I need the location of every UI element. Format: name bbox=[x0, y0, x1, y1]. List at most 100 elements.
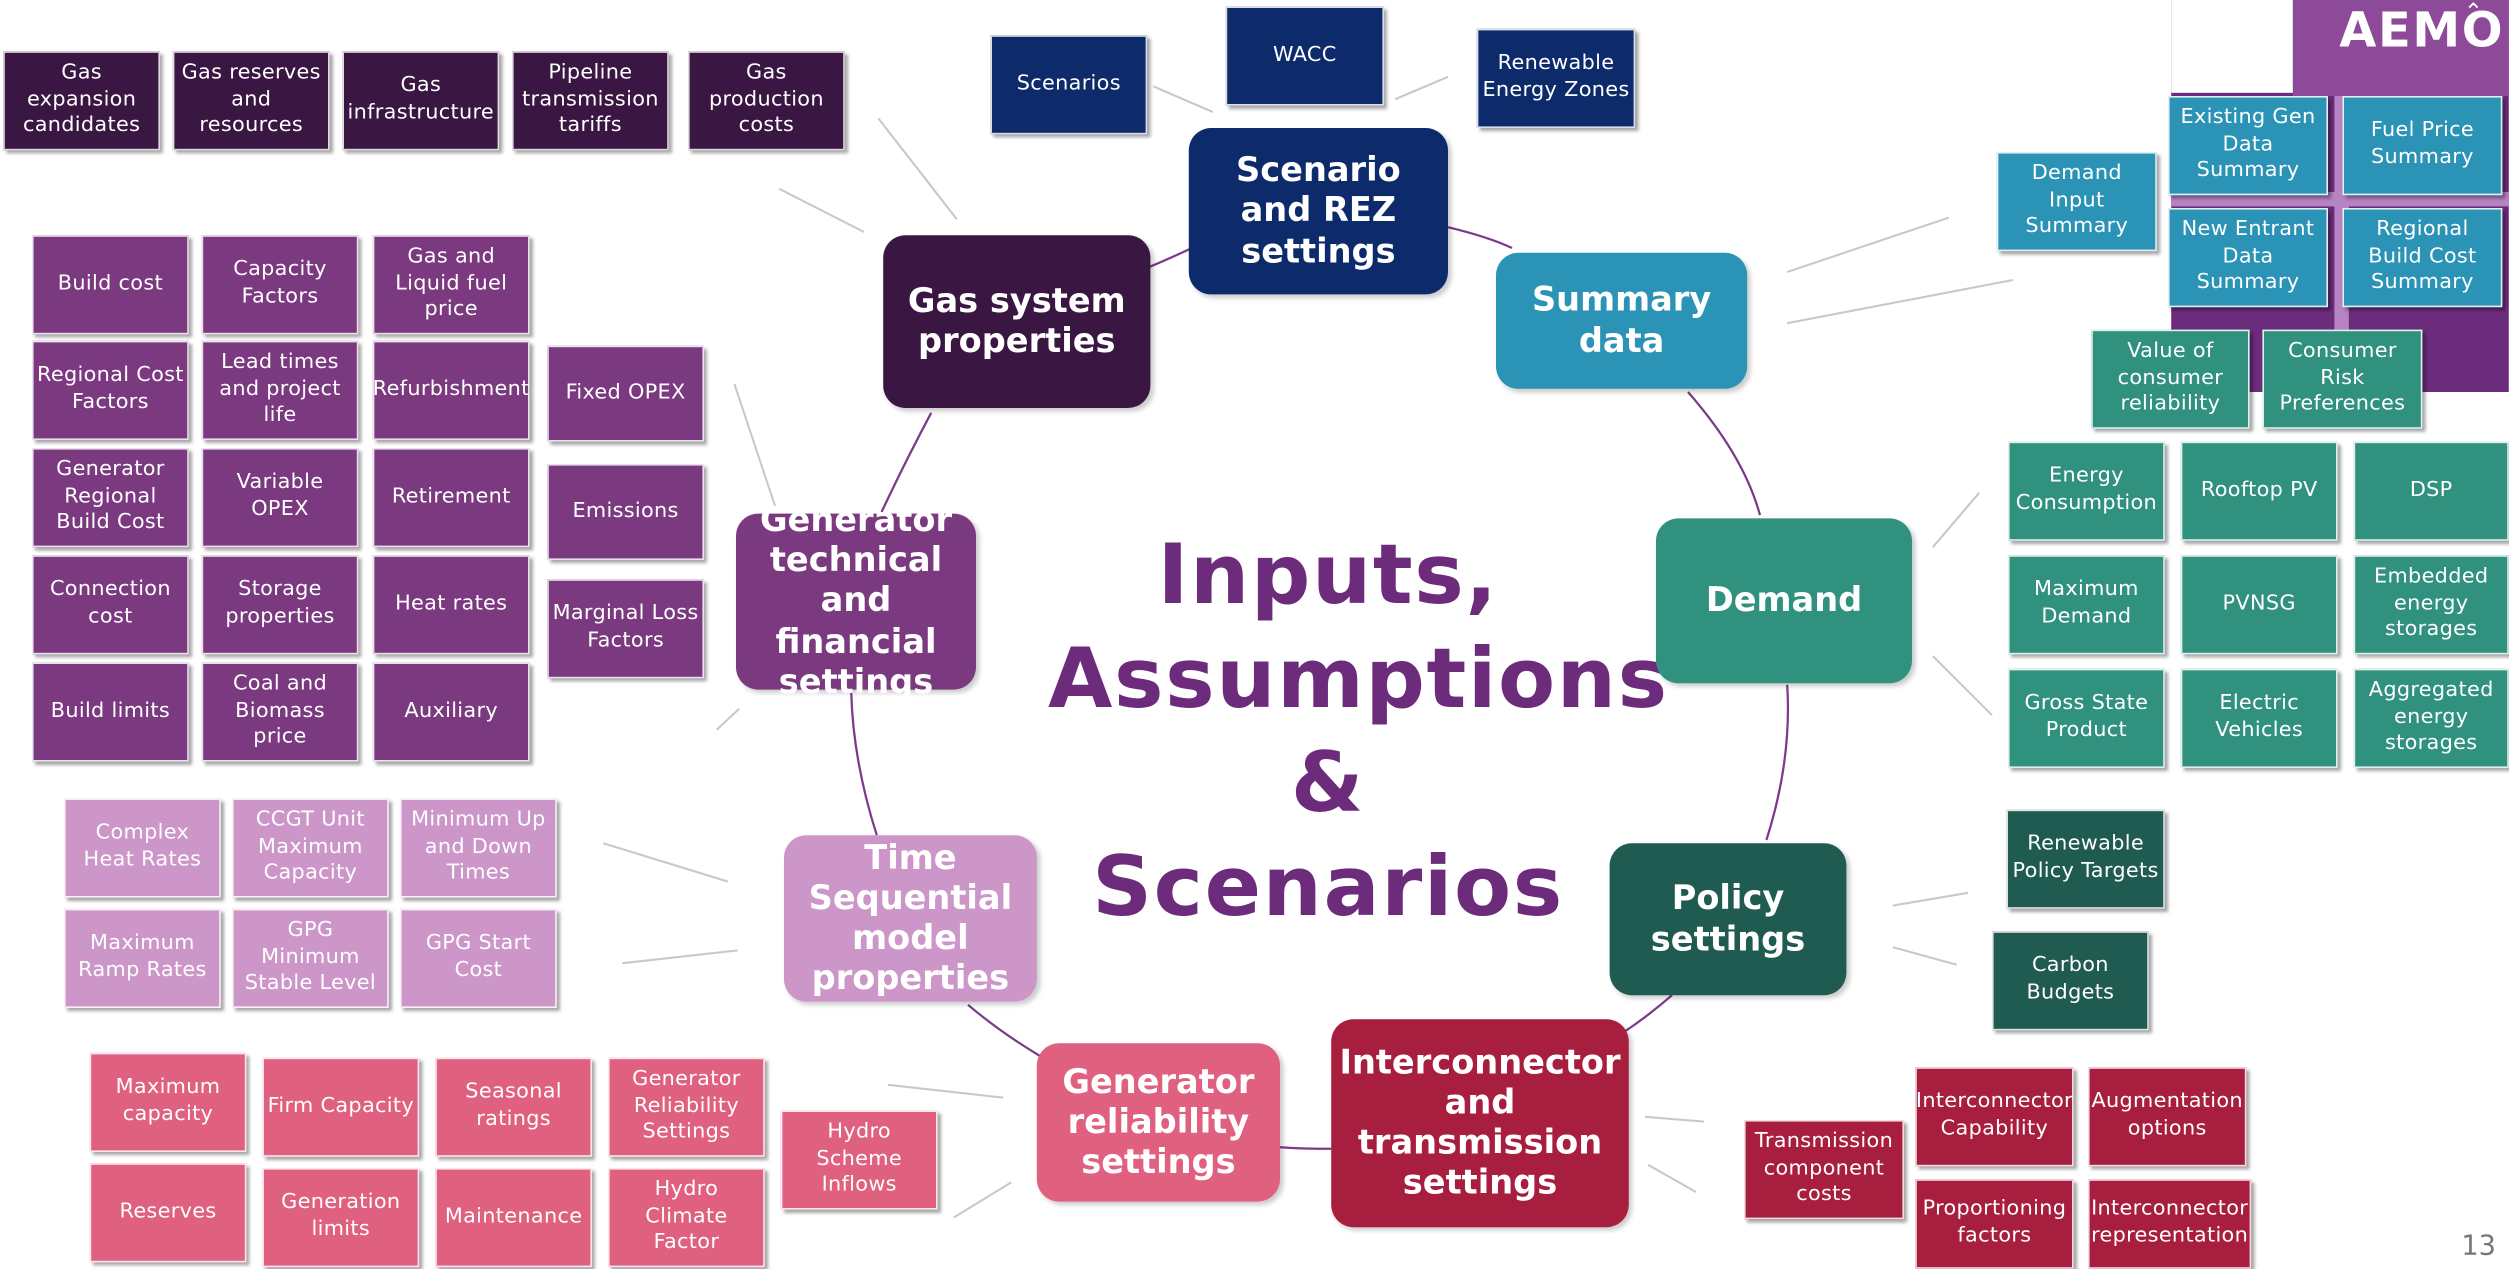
branch-line bbox=[1892, 891, 1969, 907]
item-new-entrant-data-summary[interactable]: New Entrant Data Summary bbox=[2168, 208, 2328, 308]
brand-plus-horizontal bbox=[2171, 192, 2509, 207]
hub-summary[interactable]: Summary data bbox=[1496, 252, 1748, 389]
item-demand-input-summary[interactable]: Demand Input Summary bbox=[1996, 152, 2157, 252]
item-connection-cost[interactable]: Connection cost bbox=[32, 555, 189, 655]
item-value-of-consumer-reliability[interactable]: Value of consumer reliability bbox=[2091, 329, 2250, 429]
page-number: 13 bbox=[2461, 1230, 2496, 1263]
ring-arc bbox=[880, 412, 933, 513]
item-transmission-component-costs[interactable]: Transmission component costs bbox=[1744, 1120, 1904, 1220]
item-build-limits[interactable]: Build limits bbox=[32, 662, 189, 762]
ring-arc bbox=[1447, 226, 1513, 250]
ring-arc bbox=[1765, 684, 1790, 841]
item-lead-times-and-project-life[interactable]: Lead times and project life bbox=[201, 340, 359, 440]
item-renewable-policy-targets[interactable]: Renewable Policy Targets bbox=[2006, 809, 2165, 909]
item-energy-consumption[interactable]: Energy Consumption bbox=[2008, 441, 2165, 541]
hub-gas[interactable]: Gas system properties bbox=[883, 235, 1151, 408]
ring-arc bbox=[1148, 246, 1193, 269]
item-retirement[interactable]: Retirement bbox=[372, 448, 530, 548]
item-gas-and-liquid-fuel-price[interactable]: Gas and Liquid fuel price bbox=[372, 235, 530, 335]
item-consumer-risk-preferences[interactable]: Consumer Risk Preferences bbox=[2262, 329, 2423, 429]
hub-generator[interactable]: Generator technical and financial settin… bbox=[736, 501, 976, 700]
item-generator-reliability-settings[interactable]: Generator Reliability Settings bbox=[608, 1057, 765, 1157]
item-embedded-energy-storages[interactable]: Embedded energy storages bbox=[2353, 555, 2509, 655]
hub-reliability[interactable]: Generator reliability settings bbox=[1036, 1043, 1280, 1202]
item-interconnector-representation[interactable]: Interconnector representation bbox=[2088, 1179, 2252, 1269]
item-rooftop-pv[interactable]: Rooftop PV bbox=[2180, 441, 2338, 541]
item-dsp[interactable]: DSP bbox=[2353, 441, 2509, 541]
item-fuel-price-summary[interactable]: Fuel Price Summary bbox=[2342, 96, 2503, 196]
item-coal-and-biomass-price[interactable]: Coal and Biomass price bbox=[201, 662, 359, 762]
item-regional-cost-factors[interactable]: Regional Cost Factors bbox=[32, 340, 189, 440]
item-maximum-ramp-rates[interactable]: Maximum Ramp Rates bbox=[64, 908, 221, 1008]
ring-arc bbox=[850, 691, 878, 836]
diagram-title: Inputs, Assumptions & Scenarios bbox=[1048, 525, 1667, 941]
item-gpg-start-cost[interactable]: GPG Start Cost bbox=[400, 908, 557, 1008]
branch-line bbox=[953, 1181, 1012, 1219]
branch-line bbox=[602, 842, 729, 883]
item-maintenance[interactable]: Maintenance bbox=[435, 1168, 592, 1268]
item-gas-reserves-and-resources[interactable]: Gas reserves and resources bbox=[172, 51, 330, 151]
aemo-logo: AEMO bbox=[2339, 3, 2505, 60]
item-reserves[interactable]: Reserves bbox=[89, 1163, 247, 1263]
item-generation-limits[interactable]: Generation limits bbox=[262, 1168, 420, 1268]
item-capacity-factors[interactable]: Capacity Factors bbox=[201, 235, 359, 335]
item-hydro-scheme-inflows[interactable]: Hydro Scheme Inflows bbox=[780, 1110, 938, 1210]
ring-arc bbox=[1687, 391, 1762, 516]
item-firm-capacity[interactable]: Firm Capacity bbox=[262, 1057, 420, 1157]
item-electric-vehicles[interactable]: Electric Vehicles bbox=[2180, 668, 2338, 768]
item-storage-properties[interactable]: Storage properties bbox=[201, 555, 359, 655]
hub-time-sequential[interactable]: Time Sequential model properties bbox=[784, 835, 1037, 1002]
branch-line bbox=[1932, 655, 1993, 716]
item-fixed-opex[interactable]: Fixed OPEX bbox=[547, 345, 704, 442]
item-gpg-minimum-stable-level[interactable]: GPG Minimum Stable Level bbox=[232, 908, 389, 1008]
logo-mark-icon: ⌃ bbox=[2464, 0, 2483, 26]
hub-scenario[interactable]: Scenario and REZ settings bbox=[1188, 128, 1448, 295]
item-wacc[interactable]: WACC bbox=[1225, 6, 1384, 106]
item-proportioning-factors[interactable]: Proportioning factors bbox=[1915, 1179, 2074, 1269]
title-line: Inputs, bbox=[1157, 528, 1499, 624]
hub-interconnector[interactable]: Interconnector and transmission settings bbox=[1331, 1019, 1629, 1228]
item-hydro-climate-factor[interactable]: Hydro Climate Factor bbox=[608, 1168, 765, 1268]
brand-strip bbox=[2292, 0, 2509, 96]
item-gas-infrastructure[interactable]: Gas infrastructure bbox=[342, 51, 500, 151]
branch-line bbox=[1644, 1115, 1705, 1123]
item-pvnsg[interactable]: PVNSG bbox=[2180, 555, 2338, 655]
item-scenarios[interactable]: Scenarios bbox=[990, 35, 1148, 135]
ring-arc bbox=[967, 1003, 1041, 1057]
item-augmentation-options[interactable]: Augmentation options bbox=[2088, 1067, 2247, 1167]
item-auxiliary[interactable]: Auxiliary bbox=[372, 662, 530, 762]
item-variable-opex[interactable]: Variable OPEX bbox=[201, 448, 359, 548]
item-minimum-up-and-down-times[interactable]: Minimum Up and Down Times bbox=[400, 798, 557, 898]
item-existing-gen-data-summary[interactable]: Existing Gen Data Summary bbox=[2168, 96, 2328, 196]
item-maximum-demand[interactable]: Maximum Demand bbox=[2008, 555, 2165, 655]
branch-line bbox=[1786, 216, 1950, 273]
item-refurbishment[interactable]: Refurbishment bbox=[373, 340, 530, 440]
item-complex-heat-rates[interactable]: Complex Heat Rates bbox=[64, 798, 221, 898]
item-ccgt-unit-maximum-capacity[interactable]: CCGT Unit Maximum Capacity bbox=[232, 798, 389, 898]
item-carbon-budgets[interactable]: Carbon Budgets bbox=[1992, 931, 2149, 1031]
item-emissions[interactable]: Emissions bbox=[547, 464, 704, 560]
item-heat-rates[interactable]: Heat rates bbox=[372, 555, 530, 655]
title-line: & Scenarios bbox=[1092, 736, 1564, 936]
hub-policy[interactable]: Policy settings bbox=[1609, 843, 1847, 996]
item-renewable-energy-zones[interactable]: Renewable Energy Zones bbox=[1476, 28, 1636, 128]
item-build-cost[interactable]: Build cost bbox=[32, 235, 189, 335]
item-interconnector-capability[interactable]: Interconnector Capability bbox=[1915, 1067, 2074, 1167]
item-gas-expansion-candidates[interactable]: Gas expansion candidates bbox=[3, 51, 161, 151]
item-aggregated-energy-storages[interactable]: Aggregated energy storages bbox=[2353, 668, 2509, 768]
item-seasonal-ratings[interactable]: Seasonal ratings bbox=[435, 1057, 592, 1157]
item-gas-production-costs[interactable]: Gas production costs bbox=[688, 51, 845, 151]
item-gross-state-product[interactable]: Gross State Product bbox=[2008, 668, 2165, 768]
hub-demand[interactable]: Demand bbox=[1656, 518, 1912, 684]
branch-line bbox=[733, 383, 777, 510]
item-pipeline-transmission-tariffs[interactable]: Pipeline transmission tariffs bbox=[512, 51, 669, 151]
ring-arc bbox=[1279, 1146, 1332, 1150]
branch-line bbox=[716, 708, 740, 731]
item-maximum-capacity[interactable]: Maximum capacity bbox=[89, 1052, 247, 1152]
item-marginal-loss-factors[interactable]: Marginal Loss Factors bbox=[547, 579, 704, 679]
branch-line bbox=[622, 949, 738, 965]
item-regional-build-cost-summary[interactable]: Regional Build Cost Summary bbox=[2342, 208, 2503, 308]
ring-arc bbox=[1623, 994, 1673, 1033]
item-generator-regional-build-cost[interactable]: Generator Regional Build Cost bbox=[32, 448, 189, 548]
